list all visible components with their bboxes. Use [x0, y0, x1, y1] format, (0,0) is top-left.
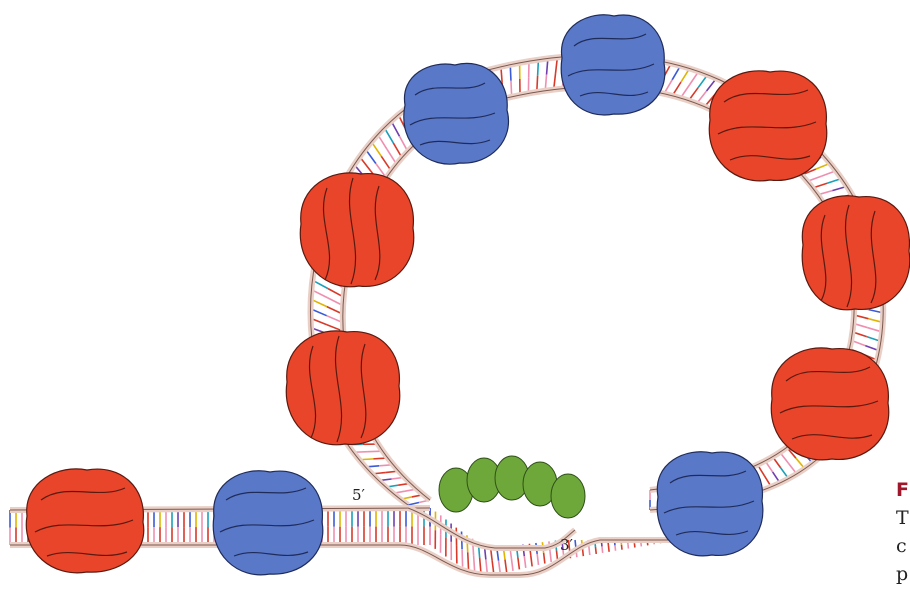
base-pair-half	[615, 545, 616, 550]
nucleosome-red	[300, 173, 414, 287]
nucleosome-red	[26, 469, 144, 573]
nucleosome-red	[286, 331, 400, 445]
base-pair-half	[505, 560, 507, 573]
base-pair-half	[531, 555, 532, 566]
base-pair-half	[608, 546, 609, 552]
caption-fragment-4: p	[896, 562, 908, 586]
three-prime-label: 3′	[560, 536, 574, 554]
nucleosome-blue	[657, 452, 763, 556]
base-pair-half	[602, 546, 603, 552]
nucleosome-blue	[404, 63, 509, 164]
displaced-strand	[408, 508, 575, 548]
caption-fragment-1: F	[896, 478, 909, 502]
caption-fragment-3: c	[896, 534, 907, 558]
five-prime-label: 5′	[352, 486, 366, 504]
base-pair-half	[499, 561, 501, 574]
base-pair-half	[468, 552, 469, 569]
nucleosome-blue	[213, 471, 323, 575]
caption-fragment-2: T	[896, 506, 909, 530]
base-pair-half	[589, 548, 590, 556]
green-protein	[551, 474, 585, 518]
nucleosome-blue	[561, 15, 665, 115]
nucleosome-red	[802, 196, 910, 310]
base-pair-half	[537, 554, 538, 565]
base-pair-half	[518, 557, 520, 569]
nucleosome-red	[771, 348, 889, 460]
base-pair-half	[480, 558, 481, 574]
base-pair-half	[511, 559, 513, 571]
base-pair-half	[474, 555, 475, 571]
nucleosome-red	[709, 71, 827, 181]
base-pair-half	[550, 552, 551, 562]
base-pair-half	[462, 549, 463, 567]
displaced-strand-edge	[408, 508, 575, 548]
base-pair-half	[408, 503, 419, 506]
green-proteins	[439, 456, 585, 518]
base-pair-half	[621, 545, 622, 550]
base-pair-half	[544, 553, 545, 564]
base-pair-half	[524, 556, 525, 568]
base-pair-half	[595, 547, 596, 554]
